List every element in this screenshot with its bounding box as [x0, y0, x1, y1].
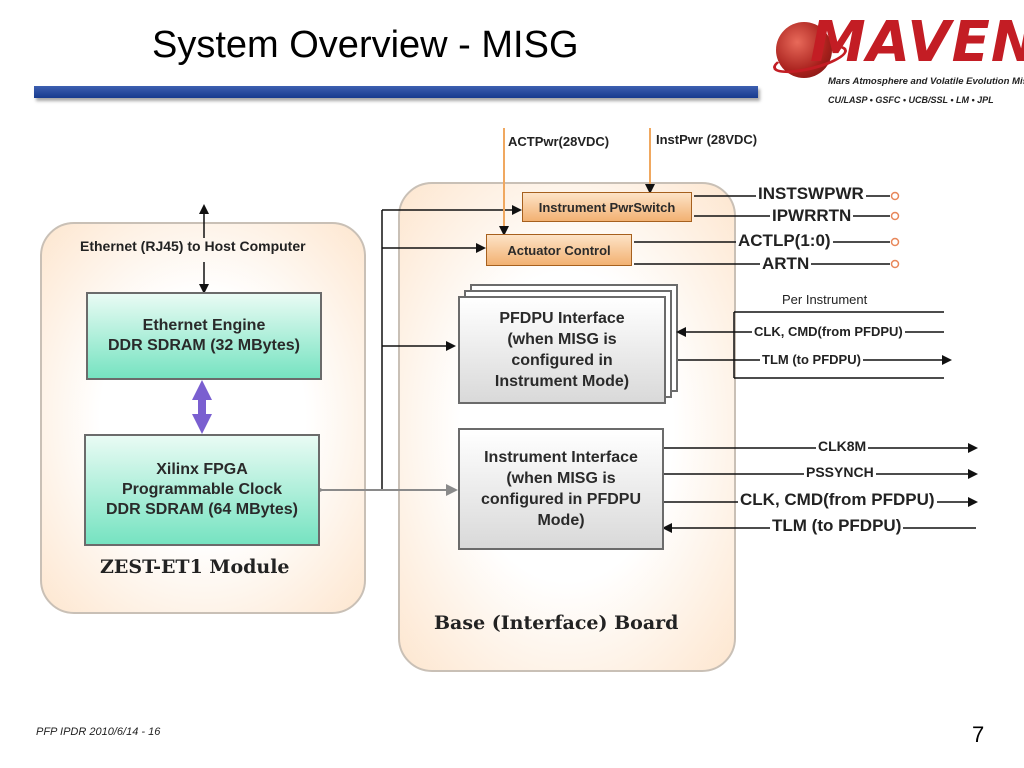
act-pwr-label: ACTPwr(28VDC) — [508, 134, 610, 149]
power-lines — [499, 128, 655, 236]
actuator-control-box: Actuator Control — [486, 234, 632, 266]
mars-planet-icon — [776, 22, 832, 78]
bidir-arrow-icon — [192, 380, 212, 434]
per-instrument-label: Per Instrument — [782, 292, 868, 307]
pfdpu-interface-box: PFDPU Interface (when MISG is configured… — [458, 296, 666, 404]
signal-label-clk-cmd-small: CLK, CMD(from PFDPU) — [752, 324, 905, 339]
xilinx-fpga-box: Xilinx FPGA Programmable Clock DDR SDRAM… — [84, 434, 320, 546]
signal-label-tlm-small: TLM (to PFDPU) — [760, 352, 863, 367]
instrument-interface-box: Instrument Interface (when MISG is confi… — [458, 428, 664, 550]
signal-label-artn: ARTN — [760, 254, 812, 274]
logo-partners: CU/LASP • GSFC • UCB/SSL • LM • JPL — [828, 95, 994, 105]
zest-et1-module-label: ZEST-ET1 Module — [100, 556, 290, 578]
signal-label-clk8m: CLK8M — [816, 438, 869, 454]
ethernet-engine-box: Ethernet Engine DDR SDRAM (32 MBytes) — [86, 292, 322, 380]
signal-label-actlp: ACTLP(1:0) — [736, 231, 833, 251]
logo-subtitle: Mars Atmosphere and Volatile Evolution M… — [828, 76, 1024, 87]
logo-wordmark: MAVEN — [810, 10, 1024, 75]
base-interface-board-label: Base (Interface) Board — [434, 612, 679, 634]
page-number: 7 — [972, 722, 985, 747]
inst-pwr-label: InstPwr (28VDC) — [656, 132, 758, 147]
signal-label-instswpwr: INSTSWPWR — [756, 184, 866, 204]
maven-logo: MAVEN Mars Atmosphere and Volatile Evolu… — [770, 10, 1024, 110]
signal-label-pssynch: PSSYNCH — [804, 464, 876, 480]
signal-end-connectors — [890, 191, 900, 269]
signal-label-tlm-large: TLM (to PFDPU) — [770, 516, 904, 536]
ethernet-label: Ethernet (RJ45) to Host Computer — [80, 238, 306, 254]
slide-title: System Overview - MISG — [152, 24, 579, 66]
footer-reference: PFP IPDR 2010/6/14 - 16 — [36, 726, 161, 738]
title-underline-bar — [34, 86, 758, 98]
signal-label-ipwrrtn: IPWRRTN — [770, 206, 854, 226]
signal-label-clk-cmd-large: CLK, CMD(from PFDPU) — [738, 490, 937, 510]
instrument-power-switch-box: Instrument PwrSwitch — [522, 192, 692, 222]
